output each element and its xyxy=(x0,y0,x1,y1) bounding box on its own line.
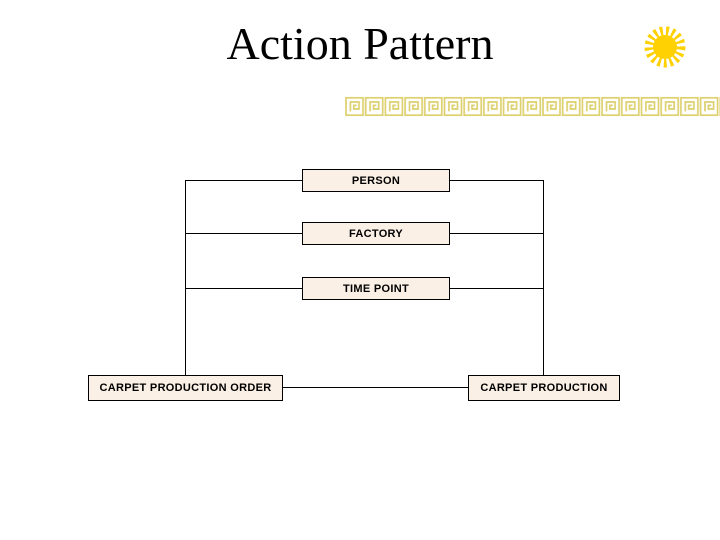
connector-factory-right xyxy=(450,233,543,234)
diagram-node-carpet-production: CARPET PRODUCTION xyxy=(468,375,620,401)
diagram-node-time-point: TIME POINT xyxy=(302,277,450,300)
connector-order-production xyxy=(283,387,468,388)
node-label-time-point: TIME POINT xyxy=(343,282,409,295)
greek-key-border xyxy=(345,96,720,117)
connector-time-point-left xyxy=(186,288,302,289)
rail-line-left xyxy=(185,180,186,375)
connector-person-right xyxy=(450,180,543,181)
node-label-carpet-production-order: CARPET PRODUCTION ORDER xyxy=(99,382,272,394)
rail-line-right xyxy=(543,180,544,375)
sunburst-icon xyxy=(644,26,686,68)
connector-factory-left xyxy=(186,233,302,234)
connector-time-point-right xyxy=(450,288,543,289)
diagram-node-person: PERSON xyxy=(302,169,450,192)
diagram-node-factory: FACTORY xyxy=(302,222,450,245)
diagram-node-carpet-production-order: CARPET PRODUCTION ORDER xyxy=(88,375,283,401)
node-label-person: PERSON xyxy=(351,174,401,187)
slide-title: Action Pattern xyxy=(226,18,494,69)
node-label-factory: FACTORY xyxy=(348,227,404,240)
node-label-carpet-production: CARPET PRODUCTION xyxy=(480,382,608,394)
connector-person-left xyxy=(186,180,302,181)
